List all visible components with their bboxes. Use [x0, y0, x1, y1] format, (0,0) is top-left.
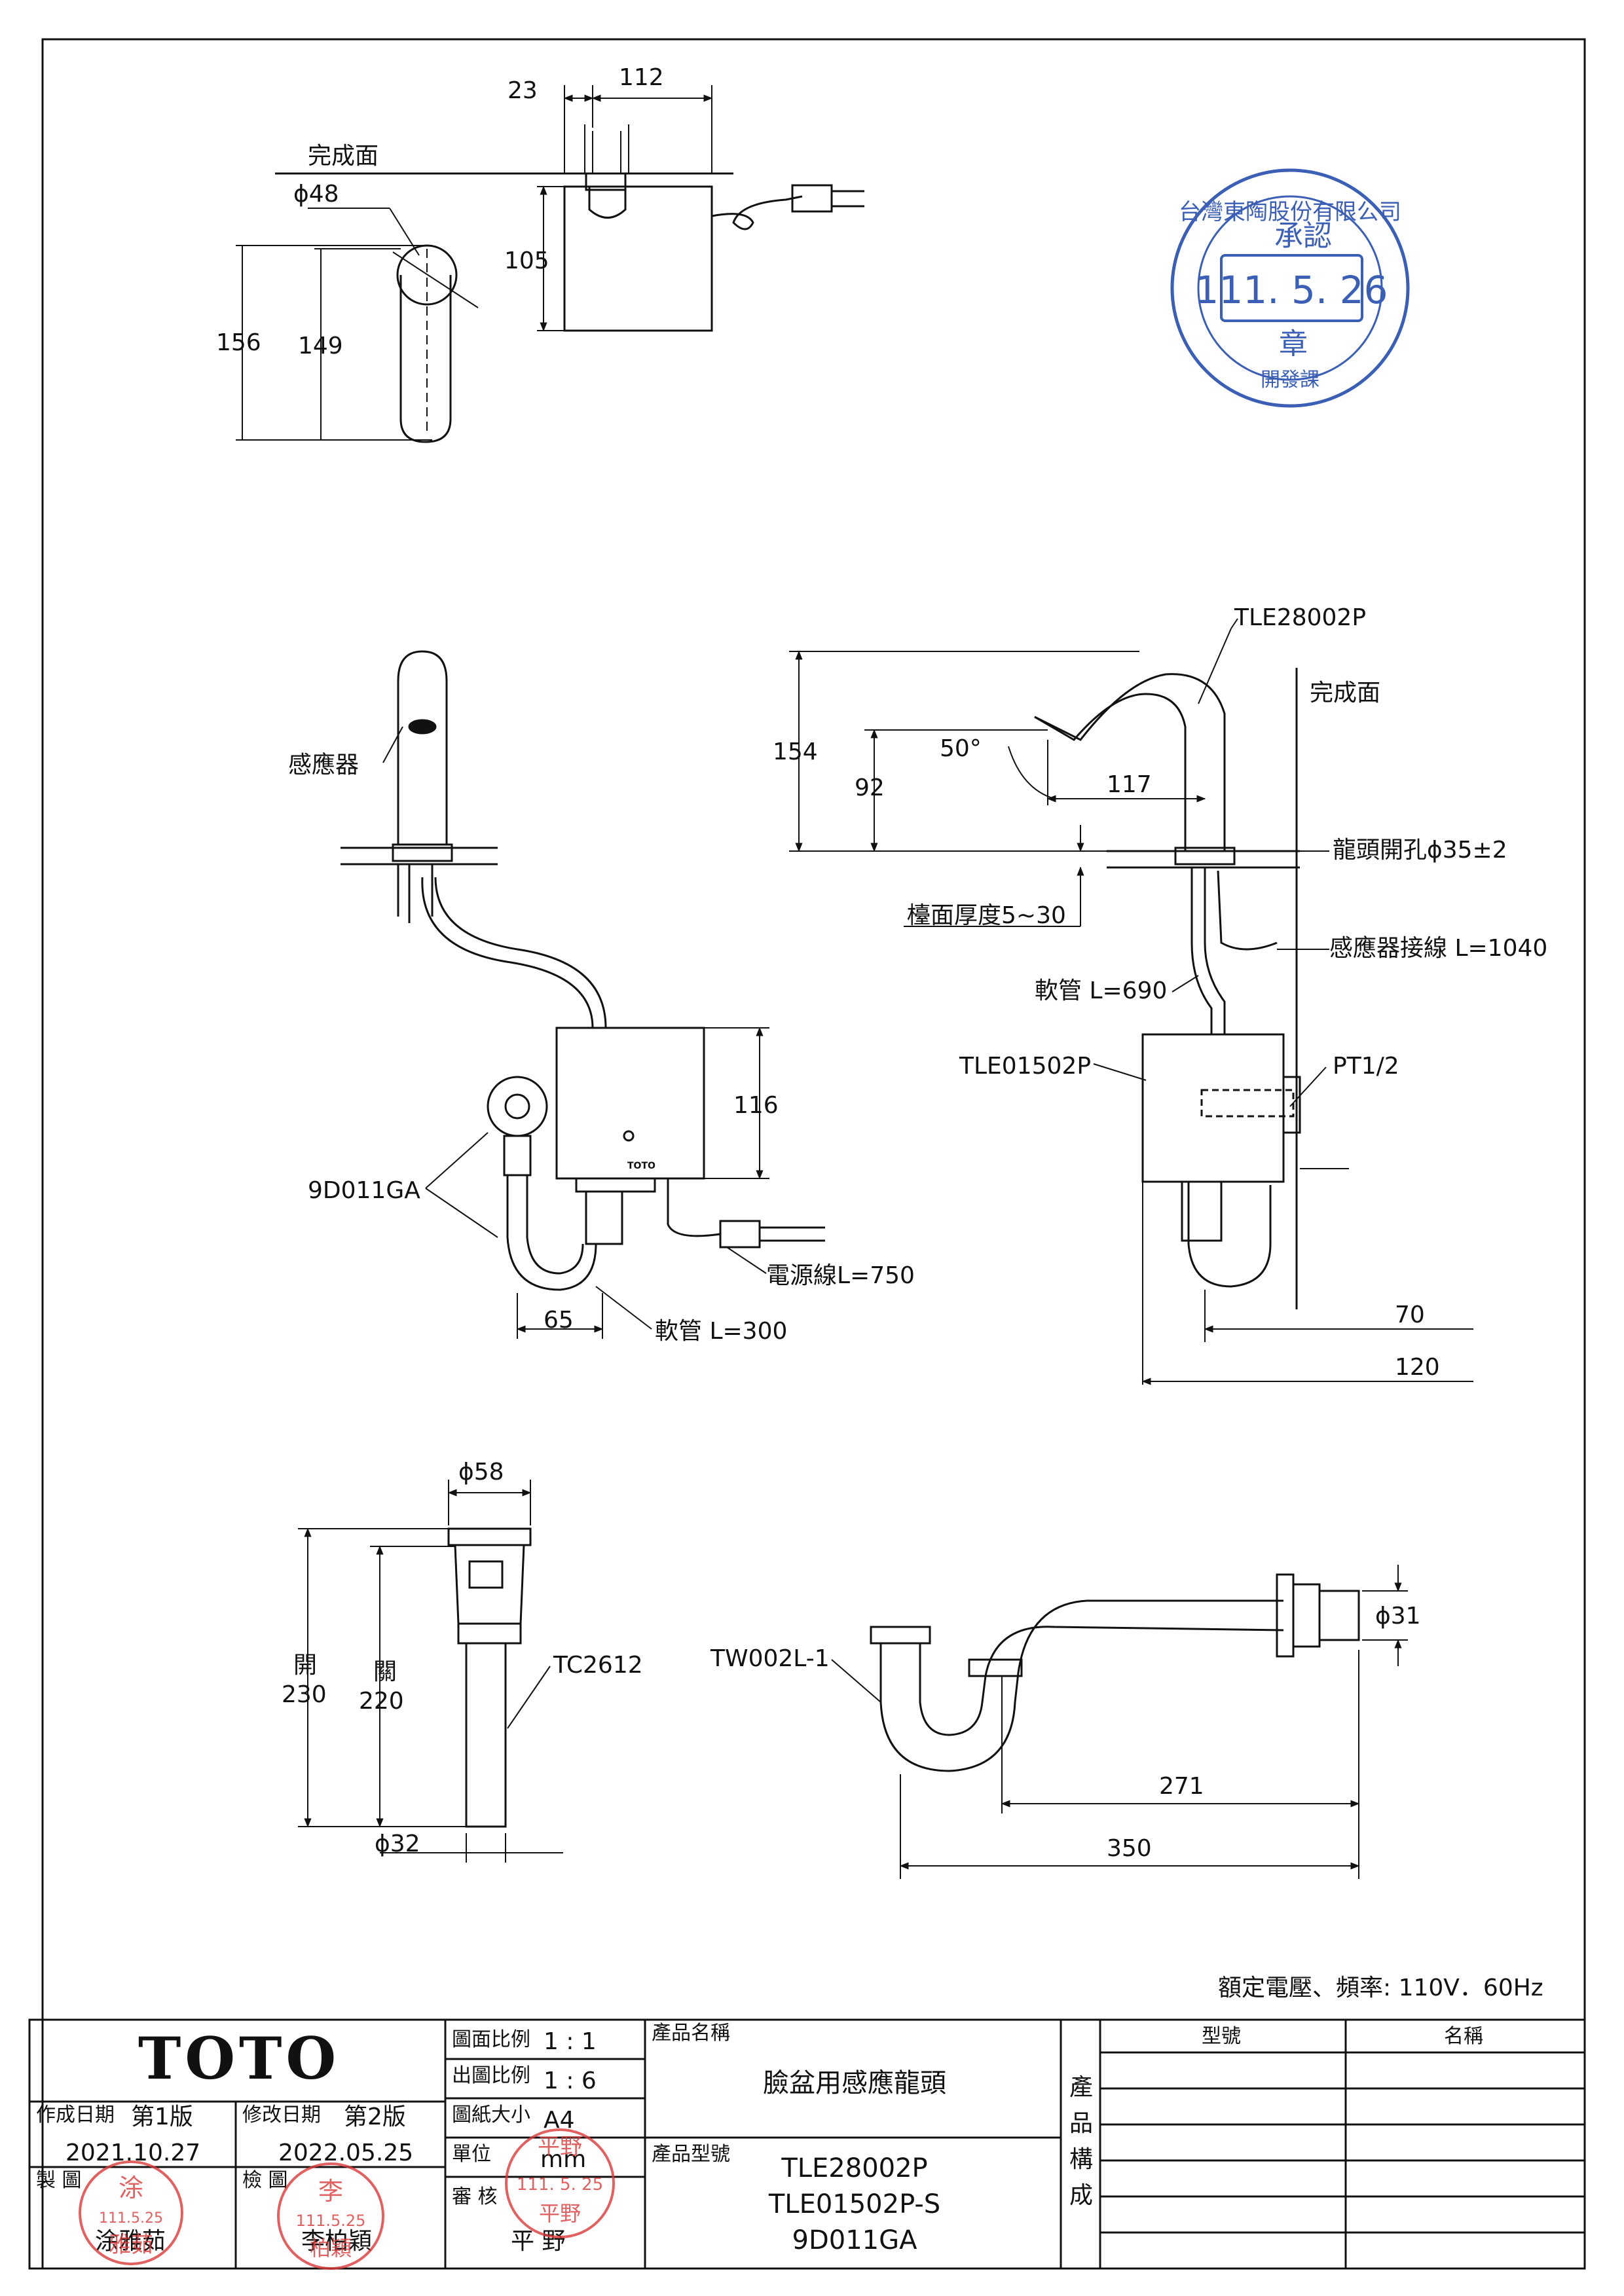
created-label: 作成日期 — [36, 2104, 115, 2126]
product-name-label: 產品名稱 — [652, 2022, 730, 2045]
dim-156: 156 — [216, 329, 261, 356]
dim-350: 350 — [1107, 1835, 1152, 1862]
pt12-label: PT1/2 — [1333, 1053, 1399, 1080]
finish-surface-label: 完成面 — [308, 143, 378, 170]
dim-phi32: ϕ32 — [375, 1831, 420, 1857]
title-block — [28, 2018, 1586, 2270]
checked-stamp — [277, 2162, 384, 2270]
product-model-2: TLE01502P-S — [768, 2189, 940, 2219]
power-cord-label: 電源線L=750 — [766, 1262, 915, 1289]
review-stamp-top: 平野 — [538, 2134, 582, 2160]
side-view — [789, 618, 1473, 1385]
dim-92: 92 — [855, 774, 885, 801]
part-tle28002p-label: TLE28002P — [1234, 604, 1366, 631]
approval-stamp-top: 台灣東陶股份有限公司 — [1179, 199, 1401, 225]
created-edition: 第1版 — [131, 2104, 193, 2130]
product-model-3: 9D011GA — [792, 2225, 918, 2255]
unit-label: 單位 — [452, 2143, 491, 2166]
front-view — [341, 650, 825, 1339]
composition-char-3: 構 — [1069, 2146, 1093, 2173]
close-value: 220 — [359, 1688, 404, 1715]
part-9d011ga-label: 9D011GA — [308, 1177, 420, 1204]
output-scale-label: 出圖比例 — [452, 2064, 530, 2087]
sensor-label: 感應器 — [288, 752, 359, 778]
paper-size-label: 圖紙大小 — [452, 2104, 530, 2126]
product-model-label: 產品型號 — [652, 2143, 730, 2166]
drawn-stamp — [79, 2160, 183, 2265]
checked-by: 李柏穎 — [301, 2228, 372, 2255]
counter-thickness-label: 檯面厚度5~30 — [907, 902, 1066, 929]
dim-120: 120 — [1395, 1354, 1440, 1381]
approval-stamp-seal: 章 — [1279, 327, 1308, 361]
review-label: 審 核 — [452, 2185, 498, 2208]
finish-surface-side-label: 完成面 — [1310, 680, 1380, 706]
box-brand-mark: TOTO — [627, 1161, 655, 1171]
dim-phi31: ϕ31 — [1375, 1603, 1421, 1630]
drawn-stamp-name: 雅茹 — [109, 2232, 153, 2258]
drawing-scale-label: 圖面比例 — [452, 2028, 530, 2051]
dim-117: 117 — [1107, 771, 1152, 798]
dim-105: 105 — [504, 247, 549, 274]
product-name: 臉盆用感應龍頭 — [763, 2068, 946, 2098]
model-col-header: 型號 — [1202, 2025, 1241, 2048]
drain-view — [298, 1480, 563, 1863]
dim-116: 116 — [733, 1092, 779, 1119]
dim-phi58: ϕ58 — [458, 1459, 504, 1485]
name-col-header: 名稱 — [1444, 2025, 1483, 2048]
checked-stamp-name: 柏穎 — [310, 2236, 352, 2261]
faucet-hole-label: 龍頭開孔ϕ35±2 — [1333, 837, 1507, 864]
part-tw002l1-label: TW002L-1 — [710, 1645, 830, 1672]
modified-label: 修改日期 — [242, 2104, 321, 2126]
review-stamp-name: 平野 — [539, 2201, 581, 2226]
rated-voltage: 額定電壓、頻率: 110V．60Hz — [1218, 1975, 1543, 2001]
approval-stamp-date: 111. 5. 26 — [1194, 268, 1388, 312]
open-value: 230 — [282, 1681, 327, 1708]
unit-value: mm — [540, 2146, 586, 2173]
dim-154: 154 — [773, 738, 818, 765]
drawn-label: 製 圖 — [36, 2169, 82, 2192]
toto-logo: TOTO — [138, 2024, 340, 2092]
trap-view — [831, 1565, 1408, 1879]
checked-stamp-date: 111.5.25 — [296, 2212, 366, 2230]
checked-stamp-top: 李 — [318, 2177, 343, 2206]
approval-stamp — [1170, 168, 1410, 408]
approval-stamp-approve: 承認 — [1274, 219, 1332, 253]
hose-300-label: 軟管 L=300 — [655, 1318, 787, 1345]
product-model-1: TLE28002P — [781, 2153, 927, 2183]
dim-70: 70 — [1395, 1302, 1425, 1328]
output-scale-value: 1 : 6 — [544, 2068, 597, 2094]
composition-char-4: 成 — [1069, 2182, 1093, 2209]
drawn-by: 涂雅茹 — [95, 2228, 166, 2255]
dim-149: 149 — [298, 333, 343, 359]
checked-label: 檢 圖 — [242, 2169, 288, 2192]
dim-50deg: 50° — [940, 735, 982, 762]
review-stamp-date: 111. 5. 25 — [517, 2175, 603, 2195]
dim-23: 23 — [507, 77, 538, 104]
dim-phi48: ϕ48 — [293, 181, 339, 208]
drawn-stamp-date: 111.5.25 — [99, 2210, 163, 2227]
close-label: 關 — [373, 1658, 397, 1685]
composition-char-2: 品 — [1069, 2110, 1093, 2137]
approval-stamp-bottom: 開發課 — [1261, 369, 1320, 392]
hose-690-label: 軟管 L=690 — [1035, 977, 1167, 1004]
dim-65: 65 — [544, 1307, 574, 1334]
modified-date: 2022.05.25 — [278, 2140, 413, 2166]
drawn-stamp-top: 涂 — [119, 2174, 143, 2202]
top-view — [236, 85, 864, 443]
open-label: 開 — [293, 1652, 317, 1679]
dim-112: 112 — [619, 64, 664, 91]
dim-271: 271 — [1159, 1773, 1204, 1800]
sheet-border — [41, 38, 1586, 2270]
sensor-cable-label: 感應器接線 L=1040 — [1329, 935, 1547, 962]
drawing-scale-value: 1 : 1 — [544, 2028, 597, 2055]
composition-char-1: 產 — [1069, 2074, 1093, 2101]
modified-edition: 第2版 — [344, 2104, 406, 2130]
review-stamp — [505, 2128, 615, 2238]
part-tle01502p-label: TLE01502P — [959, 1053, 1091, 1080]
part-tc2612-label: TC2612 — [553, 1652, 643, 1679]
